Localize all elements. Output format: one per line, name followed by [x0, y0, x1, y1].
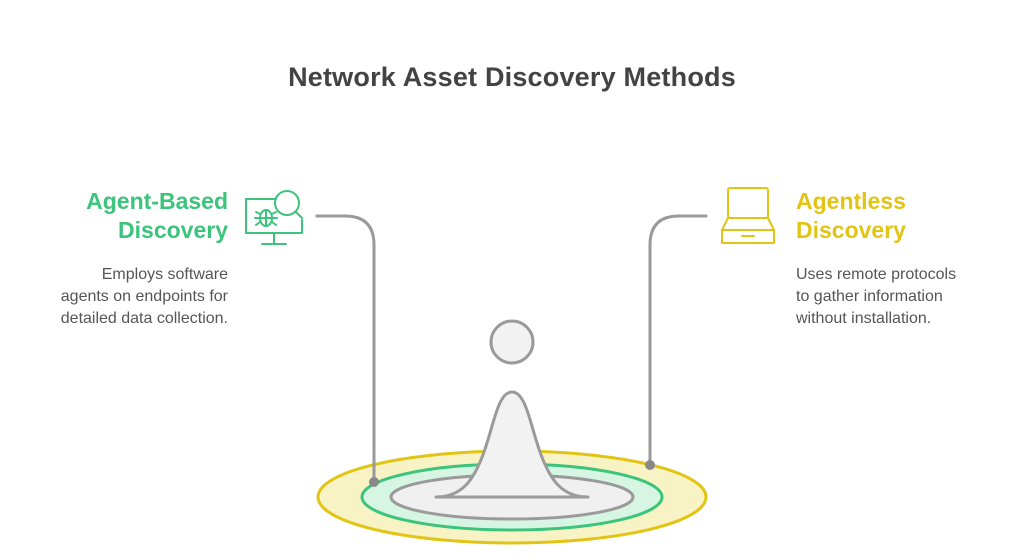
laptop-icon: [721, 187, 775, 244]
agent-based-description-line: detailed data collection.: [60, 310, 228, 327]
monitor-bug-search-icon: [245, 190, 303, 245]
agentless-heading-line1: Agentless: [796, 188, 906, 214]
agentless-description-line: Uses remote protocols: [796, 266, 957, 283]
agentless-description-line: to gather information: [796, 288, 943, 305]
agentless-heading: Agentless Discovery: [796, 187, 906, 245]
agentless-heading-line2: Discovery: [796, 217, 906, 243]
agentless-description-line: without installation.: [796, 310, 932, 327]
agent-based-heading-line1: Agent-Based: [86, 188, 228, 214]
agentless-description: Uses remote protocols to gather informat…: [796, 264, 1006, 330]
agent-based-connector: [315, 214, 376, 484]
agent-based-description-line: Employs software: [101, 266, 228, 283]
agent-based-heading-line2: Discovery: [118, 217, 228, 243]
agentless-connector-dot: [645, 460, 655, 470]
agent-based-connector-dot: [369, 477, 379, 487]
agent-based-description-line: agents on endpoints for: [60, 288, 228, 305]
figure-body: [434, 390, 590, 499]
agent-based-heading: Agent-Based Discovery: [86, 187, 228, 245]
agent-based-description: Employs software agents on endpoints for…: [18, 264, 228, 330]
agentless-connector: [648, 214, 708, 467]
diagram-title: Network Asset Discovery Methods: [288, 62, 736, 92]
figure-head: [489, 319, 535, 365]
